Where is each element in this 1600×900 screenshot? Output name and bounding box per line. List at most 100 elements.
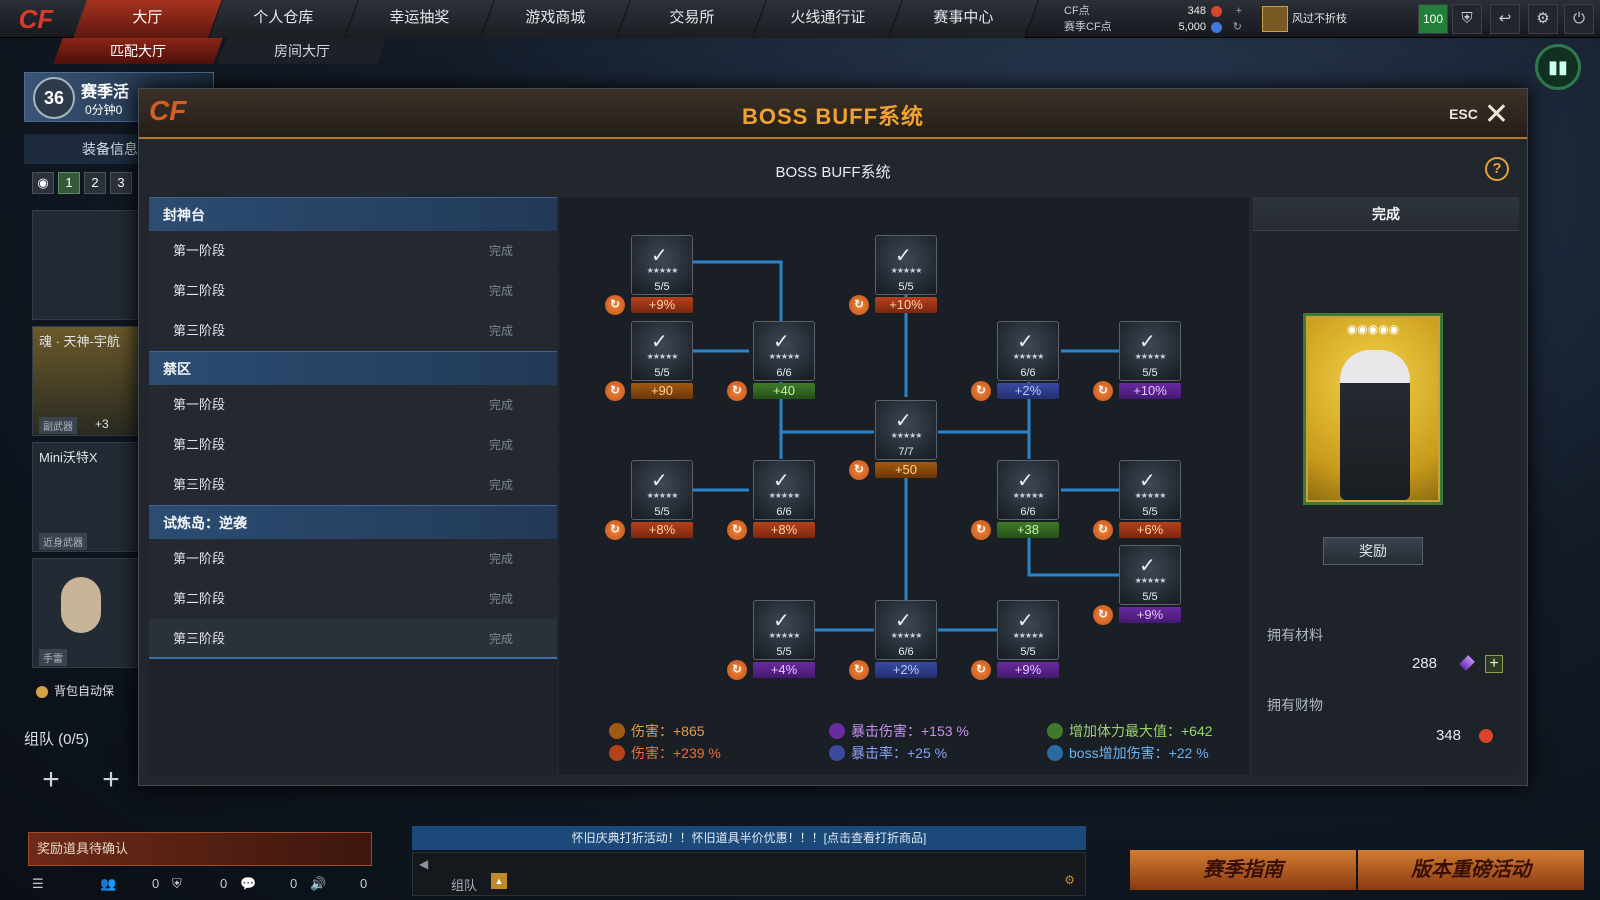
node-level: 5/5 bbox=[1020, 646, 1036, 658]
character-card[interactable]: ◉◉◉◉◉ bbox=[1303, 313, 1443, 505]
stage-item[interactable]: 第二阶段完成 bbox=[149, 271, 557, 311]
tab-warehouse[interactable]: 个人仓库 bbox=[209, 0, 359, 38]
buff-node[interactable]: ✓★★★★★5/5 bbox=[997, 600, 1059, 660]
friends-icon[interactable]: 👥 bbox=[100, 876, 117, 891]
subtab-room-lobby[interactable]: 房间大厅 bbox=[217, 38, 387, 64]
gear-icon[interactable]: ⚙ bbox=[1528, 4, 1558, 34]
reset-icon[interactable]: ↻ bbox=[1093, 605, 1113, 625]
crit-icon bbox=[829, 723, 845, 739]
power-icon[interactable]: ⏻ bbox=[1564, 4, 1594, 34]
stage-item[interactable]: 第一阶段完成 bbox=[149, 385, 557, 425]
buff-node[interactable]: ✓★★★★★6/6 bbox=[875, 600, 937, 660]
slot-3[interactable]: 3 bbox=[110, 172, 132, 194]
buff-node[interactable]: ✓★★★★★6/6 bbox=[997, 460, 1059, 520]
version-event-button[interactable]: 版本重磅活动 bbox=[1358, 850, 1584, 890]
category-fengshentai[interactable]: 封神台 bbox=[149, 197, 557, 231]
buff-node[interactable]: ✓★★★★★5/5 bbox=[875, 235, 937, 295]
reward-pending-bar[interactable]: 奖励道具待确认 bbox=[28, 832, 372, 866]
node-level: 5/5 bbox=[654, 281, 670, 293]
return-icon[interactable]: ↩ bbox=[1490, 4, 1520, 34]
slot-1[interactable]: 1 bbox=[58, 172, 80, 194]
buff-node[interactable]: ✓★★★★★5/5 bbox=[631, 235, 693, 295]
buff-node[interactable]: ✓★★★★★5/5 bbox=[631, 321, 693, 381]
weapon-card-melee[interactable]: Mini沃特X 近身武器 bbox=[32, 442, 144, 552]
stars-icon: ◉◉◉◉◉ bbox=[1346, 322, 1400, 336]
reset-icon[interactable]: ↻ bbox=[1093, 520, 1113, 540]
chat-channel[interactable]: 组队 bbox=[451, 878, 478, 893]
stage-item[interactable]: 第二阶段完成 bbox=[149, 579, 557, 619]
reset-icon[interactable]: ↻ bbox=[971, 660, 991, 680]
stat-boss-dmg: boss增加伤害：+22 % bbox=[1047, 743, 1209, 763]
announcement-marquee[interactable]: 怀旧庆典打折活动！！怀旧道具半价优惠！！！[点击查看打折商品] bbox=[412, 826, 1086, 850]
buff-node[interactable]: ✓★★★★★5/5 bbox=[1119, 460, 1181, 520]
subtab-match-lobby[interactable]: 匹配大厅 bbox=[53, 38, 223, 64]
reset-icon[interactable]: ↻ bbox=[727, 660, 747, 680]
reset-icon[interactable]: ↻ bbox=[1093, 381, 1113, 401]
reset-icon[interactable]: ↻ bbox=[971, 520, 991, 540]
check-icon: ✓ bbox=[1139, 470, 1156, 492]
backpack-auto-toggle[interactable]: 背包自动保 bbox=[36, 682, 114, 699]
season-guide-button[interactable]: 赛季指南 bbox=[1130, 850, 1356, 890]
weapon-card-secondary[interactable]: 魂 · 天神-宇航 副武器 +3 bbox=[32, 326, 144, 436]
reset-icon[interactable]: ↻ bbox=[971, 381, 991, 401]
chat-bubble-icon[interactable]: 💬 bbox=[240, 876, 257, 891]
category-shiliandao[interactable]: 试炼岛：逆袭 bbox=[149, 505, 557, 539]
buff-node[interactable]: ✓★★★★★5/5 bbox=[753, 600, 815, 660]
stage-item[interactable]: 第一阶段完成 bbox=[149, 539, 557, 579]
add-material-button[interactable]: + bbox=[1485, 655, 1503, 673]
reset-icon[interactable]: ↻ bbox=[605, 520, 625, 540]
reward-button[interactable]: 奖励 bbox=[1323, 537, 1423, 565]
mute-icon[interactable]: ◀ bbox=[419, 857, 429, 871]
level-badge[interactable]: 100 bbox=[1418, 4, 1448, 34]
check-icon: ✓ bbox=[773, 331, 790, 353]
reset-icon[interactable]: ↻ bbox=[849, 295, 869, 315]
help-icon[interactable]: ? bbox=[1485, 157, 1509, 181]
clan-count: 0 bbox=[220, 876, 228, 891]
buff-node[interactable]: ✓★★★★★6/6 bbox=[997, 321, 1059, 381]
tab-lobby[interactable]: 大厅 bbox=[73, 0, 223, 38]
add-member-button[interactable]: + bbox=[102, 763, 120, 796]
reset-icon[interactable]: ↻ bbox=[727, 520, 747, 540]
shield-small-icon[interactable]: ⛨ bbox=[172, 876, 182, 891]
stats-icon[interactable]: ▮▮ bbox=[1535, 44, 1581, 90]
chat-settings-icon[interactable]: ⚙ bbox=[1064, 873, 1075, 887]
buff-node[interactable]: ✓★★★★★5/5 bbox=[1119, 321, 1181, 381]
reset-icon[interactable]: ↻ bbox=[605, 381, 625, 401]
category-jinqu[interactable]: 禁区 bbox=[149, 351, 557, 385]
stage-item[interactable]: 第三阶段完成 bbox=[149, 311, 557, 351]
chat-box[interactable]: ◀ 组队 ▲ ⚙ bbox=[412, 852, 1086, 896]
weapon-card-grenade[interactable]: 手雷 bbox=[32, 558, 144, 668]
tab-events[interactable]: 赛事中心 bbox=[889, 0, 1039, 38]
add-member-button[interactable]: + bbox=[42, 763, 60, 796]
channel-dropdown-icon[interactable]: ▲ bbox=[491, 873, 507, 889]
tab-shop[interactable]: 游戏商城 bbox=[481, 0, 631, 38]
buff-node[interactable]: ✓★★★★★5/5 bbox=[631, 460, 693, 520]
buff-node[interactable]: ✓★★★★★6/6 bbox=[753, 460, 815, 520]
weapon-card-empty[interactable] bbox=[32, 210, 144, 320]
modal-title: BOSS BUFF系统 bbox=[741, 104, 925, 129]
stage-item[interactable]: 第三阶段完成 bbox=[149, 465, 557, 505]
materials-label: 拥有材料 bbox=[1267, 627, 1323, 643]
stage-item[interactable]: 第二阶段完成 bbox=[149, 425, 557, 465]
tab-exchange[interactable]: 交易所 bbox=[617, 0, 767, 38]
tab-lottery[interactable]: 幸运抽奖 bbox=[345, 0, 495, 38]
stage-item-selected[interactable]: 第三阶段完成 bbox=[149, 619, 557, 659]
reset-icon[interactable]: ↻ bbox=[849, 460, 869, 480]
buff-node[interactable]: ✓★★★★★5/5 bbox=[1119, 545, 1181, 605]
speaker-icon[interactable]: 🔊 bbox=[310, 876, 327, 891]
add-icon[interactable]: + bbox=[1235, 5, 1242, 17]
reset-icon[interactable]: ↻ bbox=[727, 381, 747, 401]
slot-2[interactable]: 2 bbox=[84, 172, 106, 194]
user-info[interactable]: 风过不折枝 bbox=[1262, 5, 1347, 33]
buff-node[interactable]: ✓★★★★★6/6 bbox=[753, 321, 815, 381]
slot-icon[interactable]: ◉ bbox=[32, 172, 54, 194]
reset-icon[interactable]: ↻ bbox=[849, 660, 869, 680]
close-button[interactable]: ESC✕ bbox=[1449, 98, 1509, 132]
shield-icon[interactable]: ⛨ bbox=[1452, 4, 1482, 34]
stage-item[interactable]: 第一阶段完成 bbox=[149, 231, 557, 271]
buff-node[interactable]: ✓★★★★★7/7 bbox=[875, 400, 937, 460]
refresh-icon[interactable]: ↻ bbox=[1232, 21, 1242, 33]
tab-pass[interactable]: 火线通行证 bbox=[753, 0, 903, 38]
reset-icon[interactable]: ↻ bbox=[605, 295, 625, 315]
menu-icon[interactable]: ☰ bbox=[32, 876, 44, 891]
